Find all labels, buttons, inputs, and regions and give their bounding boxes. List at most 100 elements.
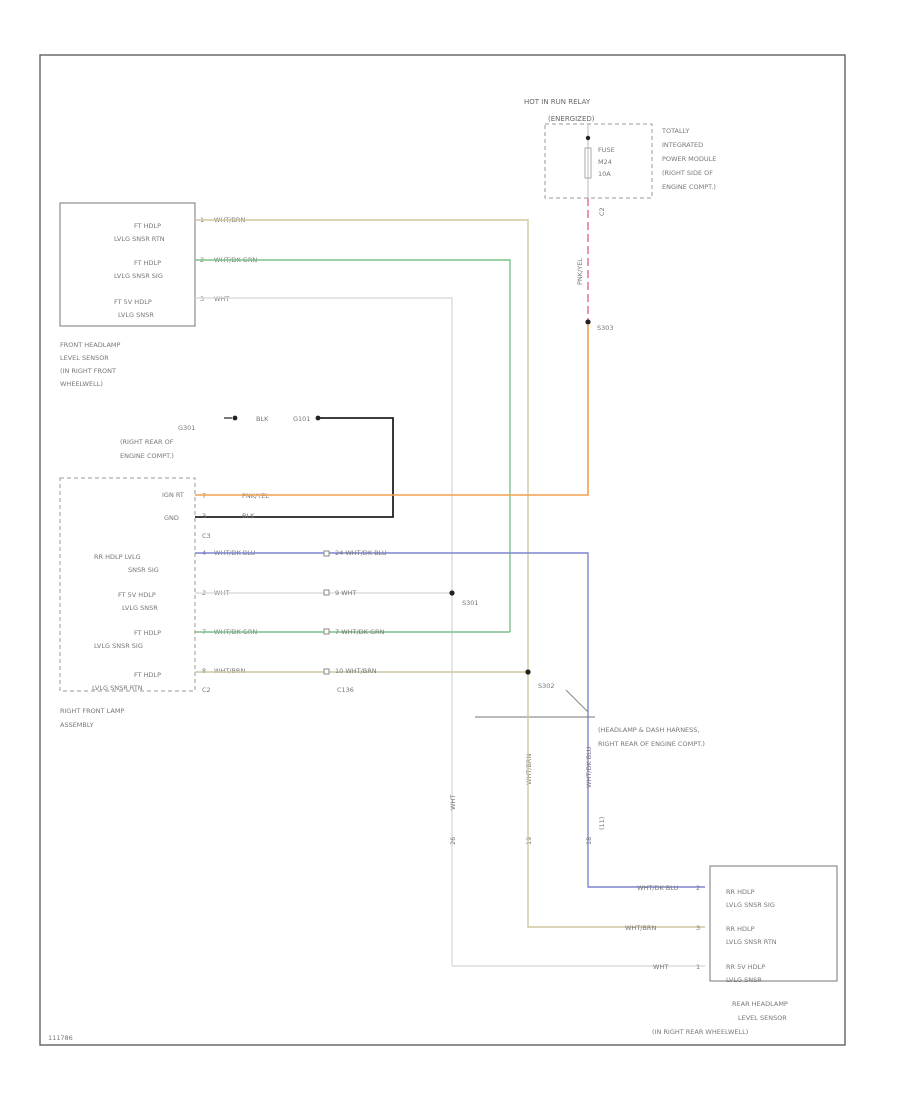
rear-pin-sig-label-2: LVLG SNSR SIG [726,901,775,909]
front-pin3-num: 3 [200,295,204,303]
ground-wire [195,417,394,518]
rear-pin-rtn-label-1: RR HDLP [726,925,755,933]
lamp-pin-gnd-label: GND [164,514,179,522]
front-pin1-label-2: LVLG SNSR RTN [114,235,165,243]
relay-contact-dot [585,135,591,141]
vwire-blue-label: WHT/DK BLU [585,746,593,788]
front-pin3-label-2: LVLG SNSR [118,311,154,319]
lamp-pin-5v-label-1: FT 5V HDLP [118,591,156,599]
lamp-wire-ign-label: PNK/YEL [242,492,269,500]
lamp-pin-gnd-num: 3 [202,512,206,520]
front-caption-4: WHEELWELL) [60,380,103,388]
front-rtn-wire [195,219,529,675]
rear-pin-rtn-label-2: LVLG SNSR RTN [726,938,777,946]
vwire-blue-pin: 18 [585,837,593,845]
rear-sensor-box [709,865,838,982]
front-sig-wire [195,259,511,632]
harness-label-1: (HEADLAMP & DASH HARNESS, [598,726,699,734]
lamp-connector-c3: C3 [202,532,211,540]
lamp-pin-ign-label: IGN RT [162,491,184,499]
ground-caption-3: ENGINE COMPT.) [120,452,174,460]
front-pin2-label-2: LVLG SNSR SIG [114,272,163,280]
front-5v-wire [195,297,453,966]
relay-connector-label: C2 [598,207,606,216]
rear-pin-sig-label-1: RR HDLP [726,888,755,896]
tipm-box [544,123,653,199]
lamp-pin-rtn-label-1: FT HDLP [134,671,161,679]
splice-s301-label: S301 [462,599,479,607]
lamp-caption-1: RIGHT FRONT LAMP [60,707,124,715]
lamp-pin-sig-label-1: FT HDLP [134,629,161,637]
vwire-white-label: WHT [449,795,457,810]
rear-wire-sig-label: WHT/DK BLU [637,884,679,892]
splice-s303-dot [585,319,591,325]
lamp-assembly-box [59,477,196,692]
c136-connector-label: C136 [337,686,354,694]
relay-feed-wire-label: PNK/YEL [576,258,584,285]
rear-caption-3: (IN RIGHT REAR WHEELWELL) [652,1028,748,1036]
ground-g301-dot [232,415,238,421]
relay-title: HOT IN RUN RELAY [524,98,591,106]
lamp-wire-gnd-label: BLK [242,512,255,520]
lamp-pin-rtn-label-2: LVLG SNSR RTN [92,684,143,692]
rear-pin-rtn-num: 3 [696,924,700,932]
tipm-label-3: POWER MODULE [662,155,716,163]
splice-s302-dot [525,669,531,675]
front-caption-1: FRONT HEADLAMP [60,341,121,349]
splice-s301-dot [449,590,455,596]
ground-caption-2: (RIGHT REAR OF [120,438,174,446]
c136-mark-1 [323,550,330,557]
rear-rtn-wire [527,675,705,928]
rear-pin-5v-label-2: LVLG SNSR [726,976,762,984]
diagram-frame [39,54,846,1046]
splice-s303-label: S303 [597,324,614,332]
lamp-caption-2: ASSEMBLY [60,721,94,729]
ign-run-wire [195,324,589,496]
front-caption-2: LEVEL SENSOR [60,354,109,362]
diagram-id: 111786 [48,1034,73,1042]
rear-caption-1: REAR HEADLAMP [732,1000,788,1008]
c136-label-rr: 24 WHT/DK BLU [335,549,387,557]
fuse-symbol [584,147,592,179]
fuse-label-1: FUSE [598,146,615,154]
front-sensor-box [59,202,196,327]
tipm-label-2: INTEGRATED [662,141,703,149]
lamp-pin-rtn-num: 8 [202,667,206,675]
harness-label-2: RIGHT REAR OF ENGINE COMPT.) [598,740,705,748]
front-caption-3: (IN RIGHT FRONT [60,367,116,375]
c136-label-5v: 9 WHT [335,589,357,597]
ground-ref-label: G101 [293,415,310,423]
front-pin2-label-1: FT HDLP [134,259,161,267]
c136-label-rtn: 10 WHT/BRN [335,667,377,675]
vwire-brown-pin: 19 [525,837,533,845]
rr-sig-wire [195,552,705,888]
lamp-pin-sig-label-2: LVLG SNSR SIG [94,642,143,650]
vwire-blue-note: (11) [598,817,606,830]
rear-caption-2: LEVEL SENSOR [738,1014,787,1022]
lamp-pin-rr-label-1: RR HDLP LVLG [94,553,141,561]
c136-mark-3 [323,628,330,635]
vwire-white-pin: 26 [449,837,457,845]
rear-pin-sig-num: 2 [696,884,700,892]
rear-wire-5v-label: WHT [653,963,668,971]
lamp-pin-rr-label-2: SNSR SIG [128,566,159,574]
rear-pin-5v-num: 1 [696,963,700,971]
c136-mark-4 [323,668,330,675]
lamp-wire-rtn-label: WHT/BRN [214,667,245,675]
rear-pin-5v-label-1: RR 5V HDLP [726,963,765,971]
splice-s302-label: S302 [538,682,555,690]
front-wire3-label: WHT [214,295,229,303]
splice-s302-leader [565,689,589,713]
tipm-label-1: TOTALLY [661,127,689,135]
lamp-connector-c2: C2 [202,686,211,694]
fuse-label-2: M24 [598,158,612,166]
rear-wire-rtn-label: WHT/BRN [625,924,656,932]
front-pin1-label-1: FT HDLP [134,222,161,230]
fuse-label-3: 10A [598,170,611,178]
tipm-label-5: ENGINE COMPT.) [662,183,716,191]
front-pin3-label-1: FT 5V HDLP [114,298,152,306]
lamp-pin-ign-num: 7 [202,492,206,500]
lamp-pin-5v-label-2: LVLG SNSR [122,604,158,612]
c136-mark-2 [323,589,330,596]
